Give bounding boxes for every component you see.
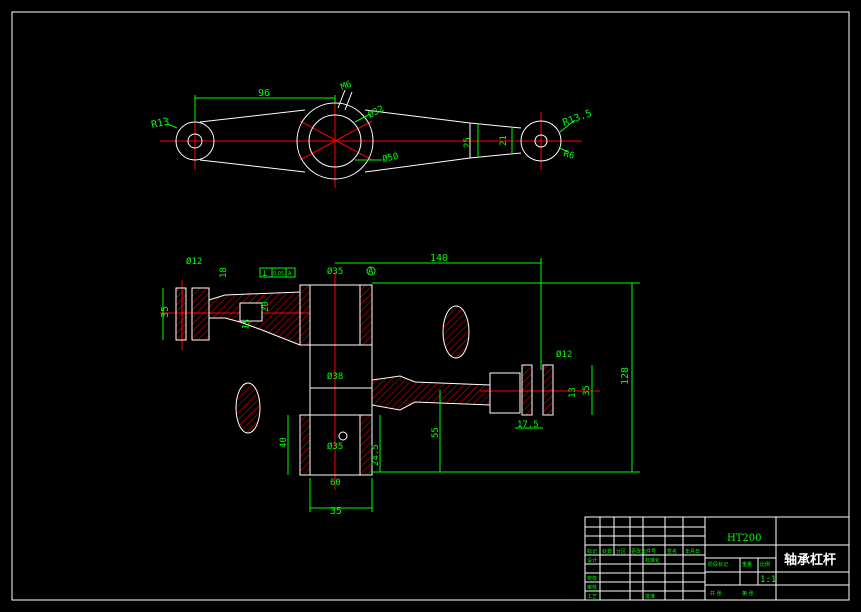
material: HT200 <box>727 533 761 544</box>
arm-upper-right <box>364 109 522 129</box>
front-dim-18: 18 <box>219 267 229 278</box>
front-dim-20: 20 <box>261 301 271 312</box>
scale-value: 1:1 <box>760 575 776 585</box>
front-dim-24-5: 24.5 <box>371 444 381 466</box>
hub-wall-left-top <box>299 284 311 346</box>
front-dim-phi12-left: Ø12 <box>186 256 202 267</box>
drawing-border <box>11 11 850 601</box>
tolerance-datum: A <box>288 271 292 277</box>
tb-signature: 签名 <box>667 548 677 555</box>
left-boss-section-b <box>191 287 210 341</box>
front-dim-55: 55 <box>431 427 441 438</box>
tb-checker: 校核 <box>587 575 597 582</box>
top-diagonal-2 <box>299 120 373 161</box>
hub-inner <box>308 114 362 168</box>
rib-section-right <box>442 305 470 359</box>
tb-date: 年月日 <box>685 548 700 555</box>
tb-change-doc: 更改文件号 <box>631 548 656 555</box>
left-boss-section-a <box>175 287 187 341</box>
tb-count: 处数 <box>602 548 612 555</box>
front-dimensions <box>162 258 640 512</box>
tb-sheet-no: 第 张 <box>742 590 754 597</box>
top-dim-96: 96 <box>258 88 270 99</box>
front-dim-40: 40 <box>279 437 289 448</box>
front-dim-60: 60 <box>330 478 341 488</box>
tb-approver: 审核 <box>587 584 597 591</box>
tolerance-value: 0.05 <box>273 271 284 277</box>
front-dim-35-bottom: 35 <box>330 506 342 517</box>
front-dim-128: 128 <box>620 367 631 385</box>
top-dimensions <box>167 95 576 161</box>
tb-standardization: 标准化 <box>645 557 660 564</box>
drawing-title: 轴承杠杆 <box>784 552 836 568</box>
top-dim-r13: R13 <box>150 116 170 131</box>
m6-slot <box>337 89 353 111</box>
top-dim-r6: R6 <box>562 149 575 161</box>
right-arm <box>371 375 491 411</box>
tb-sheet-total: 共 张 <box>710 590 722 597</box>
tb-stage-mark: 阶段标记 <box>708 561 728 568</box>
arm-lower-left <box>199 159 306 173</box>
front-dim-17-5: 17.5 <box>517 420 539 430</box>
right-boss-c <box>542 364 554 416</box>
tb-mark: 标记 <box>587 548 597 555</box>
arm-upper-left <box>199 109 306 123</box>
front-dim-35-right: 35 <box>582 385 592 396</box>
front-dim-phi35-bottom: Ø35 <box>327 441 343 452</box>
front-dim-140: 140 <box>430 253 448 264</box>
front-dim-phi35-top: Ø35 <box>327 266 343 277</box>
front-view: 140 128 Ø12 Ø12 Ø35 Ø38 Ø35 35 35 35 40 … <box>160 253 640 517</box>
top-view: 96 R13 R13.5 R6 25 21 Ø50 Ø32 M6 <box>150 80 593 188</box>
front-dim-phi38: Ø38 <box>327 371 343 382</box>
left-boss-hole <box>187 133 203 149</box>
tb-zone: 分区 <box>616 548 626 555</box>
front-dim-35-left: 35 <box>160 306 171 318</box>
title-block <box>584 516 850 601</box>
hub-oil-hole <box>338 431 348 441</box>
tb-weight: 重量 <box>742 561 752 568</box>
rib-section-left <box>235 382 261 434</box>
tb-approval: 批准 <box>645 593 655 600</box>
tb-process: 工艺 <box>587 594 597 600</box>
right-boss-hole <box>534 134 548 148</box>
top-dim-25: 25 <box>463 137 473 148</box>
right-boss-a <box>489 372 521 414</box>
tolerance-symbol: ⊥ <box>262 269 268 279</box>
tb-designer: 设计 <box>587 557 597 564</box>
top-dim-phi32: Ø32 <box>366 103 386 120</box>
top-dim-21: 21 <box>499 135 509 146</box>
front-dim-15: 15 <box>241 318 253 330</box>
tb-ratio: 比例 <box>760 561 770 568</box>
front-dim-13: 13 <box>568 387 578 398</box>
hub-wall-left-bot <box>299 414 311 476</box>
right-boss-b <box>521 364 533 416</box>
top-dim-phi50: Ø50 <box>381 151 399 165</box>
top-dim-r13-5: R13.5 <box>561 108 593 129</box>
hub-wall-right-top <box>359 284 373 346</box>
left-arm-slot <box>239 302 263 322</box>
top-dim-m6: M6 <box>340 80 354 93</box>
right-boss-outer <box>520 120 562 162</box>
front-dim-phi12-right: Ø12 <box>556 349 572 360</box>
datum-label: A <box>368 267 374 277</box>
